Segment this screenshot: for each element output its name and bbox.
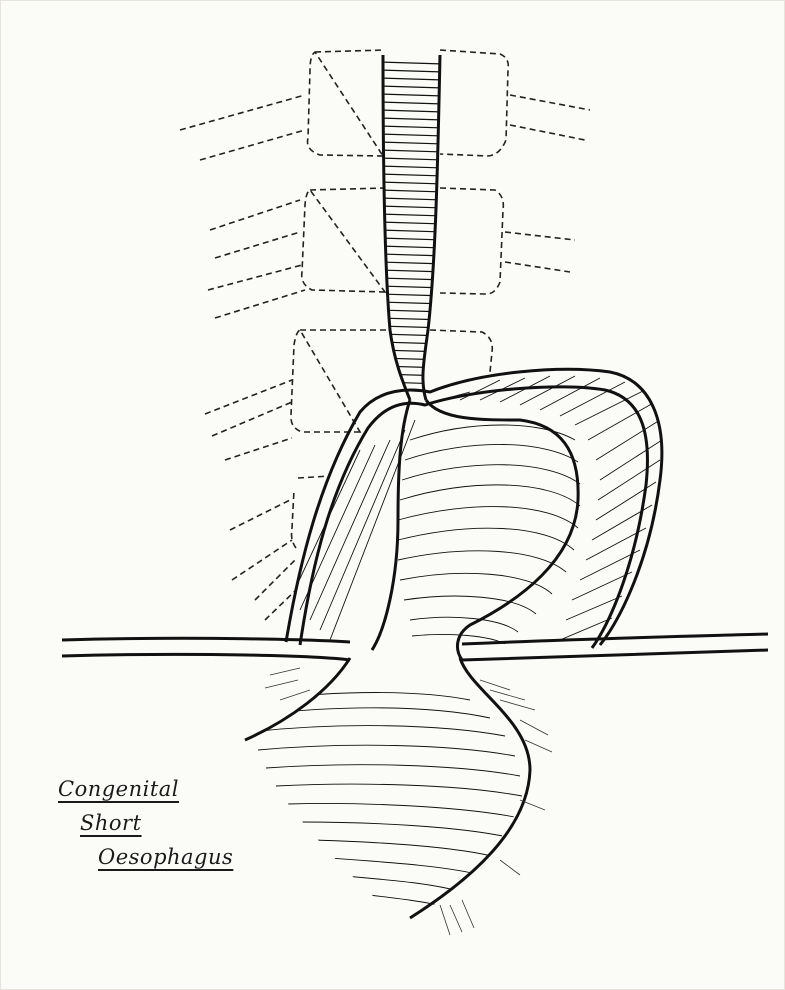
process-lines-left <box>180 95 305 620</box>
oesophagus <box>380 55 445 400</box>
vertebrae <box>180 50 590 620</box>
caption-line-3: Oesophagus <box>58 840 233 874</box>
caption-line-2: Short <box>58 806 233 840</box>
diaphragm <box>62 634 768 660</box>
caption-line-1: Congenital <box>58 772 233 806</box>
diagram-caption: Congenital Short Oesophagus <box>58 772 233 874</box>
stomach-upper <box>286 369 662 660</box>
process-lines-right <box>505 95 590 272</box>
stomach-lower <box>245 658 552 935</box>
